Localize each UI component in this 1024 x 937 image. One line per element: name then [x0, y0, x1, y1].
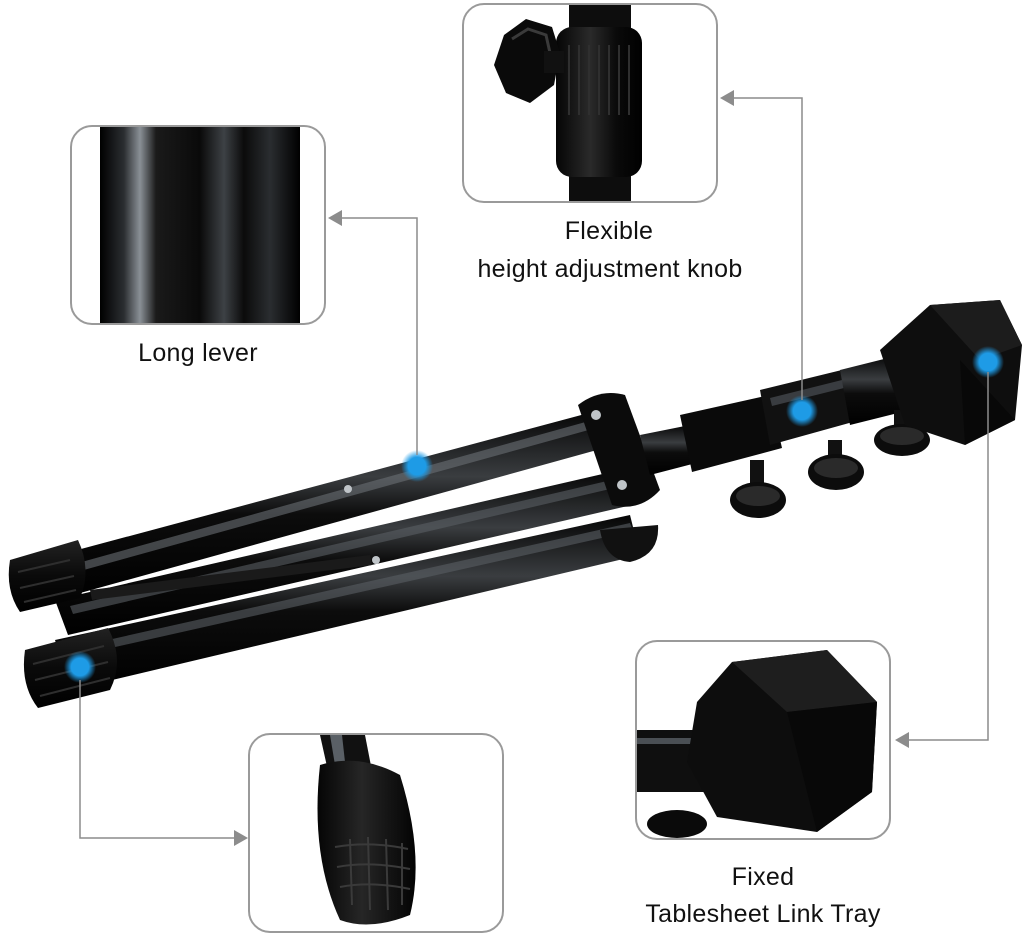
foot-cap-closeup — [317, 735, 416, 925]
hinge-joint — [344, 392, 660, 564]
inset-height-knob — [462, 3, 718, 203]
leg-brace — [90, 555, 372, 600]
tray-mount-closeup — [637, 650, 877, 838]
leg-upper — [40, 410, 615, 600]
main-shaft — [640, 355, 910, 475]
caption-knob-line2: height adjustment knob — [477, 255, 743, 283]
caption-tray-line1: Fixed — [731, 863, 795, 891]
lever-tube-closeup — [100, 127, 300, 323]
inset-foot-cap — [248, 733, 504, 933]
leg-lower — [55, 515, 640, 690]
foot-cap-upper — [8, 540, 86, 612]
blue-marker-dot — [401, 450, 433, 482]
caption-knob-line1: Flexible — [564, 217, 654, 245]
knob-closeup — [494, 5, 642, 201]
shaft-knob-1 — [730, 460, 786, 518]
caption-long-lever: Long lever — [138, 339, 258, 367]
blue-marker-dot — [64, 651, 96, 683]
caption-tray-line2: Tablesheet Link Tray — [645, 900, 881, 928]
blue-marker-dot — [786, 395, 818, 427]
inset-long-lever — [70, 125, 326, 325]
blue-marker-dot — [972, 346, 1004, 378]
inset-fixed-tray — [635, 640, 891, 840]
shaft-knob-2 — [808, 440, 864, 490]
